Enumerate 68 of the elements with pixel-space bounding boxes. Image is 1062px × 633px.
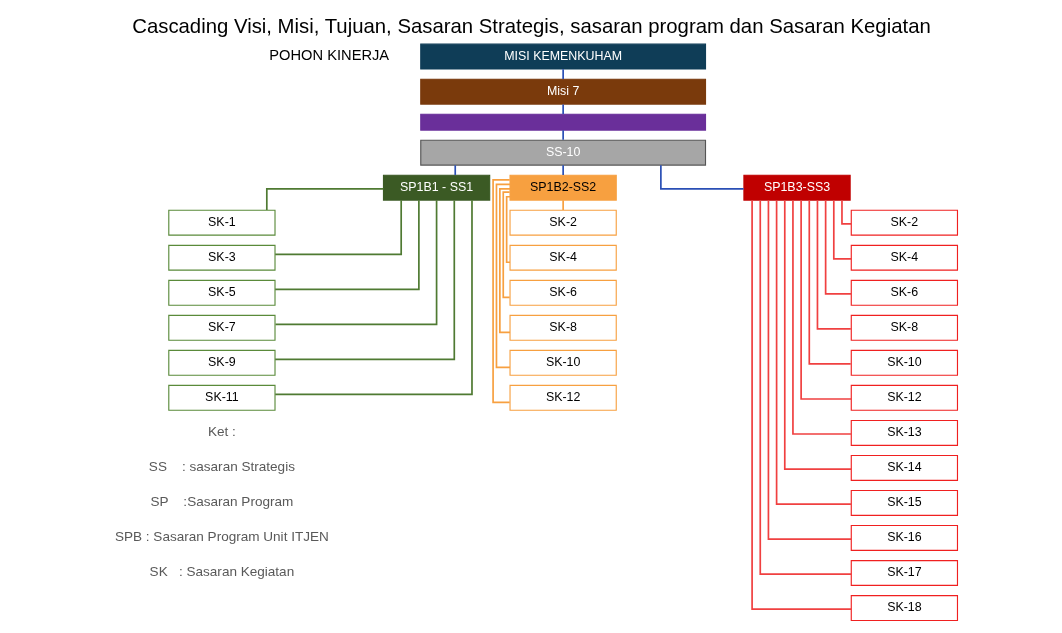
node-box: SK-4 <box>850 244 958 271</box>
connector <box>491 178 511 404</box>
connector <box>561 129 564 141</box>
connector <box>783 199 852 470</box>
connector <box>561 164 564 176</box>
node-box: SK-4 <box>508 244 617 271</box>
connector <box>273 199 473 396</box>
node-box: MISI KEMENKUHAM <box>419 43 706 70</box>
label: SS : sasaran Strategis <box>148 459 295 475</box>
connector <box>824 199 852 295</box>
node-box: SK-6 <box>508 279 617 306</box>
node-box: SK-16 <box>850 524 958 551</box>
connector <box>750 199 852 610</box>
node-box: SS-10 <box>419 139 706 166</box>
connector <box>501 191 510 299</box>
node-box: SK-10 <box>508 349 617 376</box>
node-box: SK-17 <box>850 560 958 586</box>
node-box: SK-2 <box>508 209 617 236</box>
connector <box>791 199 852 435</box>
node-box: SK-10 <box>850 349 958 376</box>
node-bar <box>419 113 706 131</box>
node-box: SK-7 <box>167 314 276 341</box>
node-box: SK-11 <box>167 384 276 411</box>
connector <box>840 199 852 225</box>
connector <box>807 199 852 365</box>
node-box: SK-2 <box>850 209 958 236</box>
node-box: SK-6 <box>850 279 958 306</box>
node-box: SK-3 <box>167 244 276 271</box>
node-box: SK-15 <box>850 489 958 516</box>
connector <box>273 199 402 256</box>
connector <box>816 199 852 330</box>
connector <box>775 199 852 505</box>
node-box: SK-18 <box>850 595 958 621</box>
label: SP :Sasaran Program <box>150 494 293 510</box>
connector <box>659 164 744 190</box>
connector <box>453 164 456 176</box>
connector <box>265 187 384 211</box>
connector <box>274 199 437 326</box>
label: Ket : <box>207 424 236 440</box>
connector <box>561 103 564 115</box>
diagram-title: Cascading Visi, Misi, Tujuan, Sasaran Strategis, sasaran program dan Sasaran Kegiatan <box>131 15 931 38</box>
connector <box>505 195 511 264</box>
connector <box>758 199 852 575</box>
connector <box>561 199 564 211</box>
connector <box>273 199 420 291</box>
connector <box>273 199 455 361</box>
node-box: SP1B2-SS2 <box>508 174 617 201</box>
connector <box>495 183 511 369</box>
node-box: SK-1 <box>167 209 276 236</box>
node-box: SK-9 <box>167 349 276 376</box>
connector <box>561 68 564 80</box>
node-box: SK-8 <box>850 314 958 341</box>
label: POHON KINERJA <box>268 47 389 64</box>
connector <box>799 199 852 400</box>
node-box: SK-12 <box>508 384 617 411</box>
node-box: SK-13 <box>850 419 958 446</box>
connector <box>498 187 511 334</box>
label: SPB : Sasaran Program Unit ITJEN <box>114 529 329 545</box>
label: SK : Sasaran Kegiatan <box>149 564 294 580</box>
node-box: SK-12 <box>850 384 958 411</box>
connector <box>767 199 852 540</box>
node-box: SK-14 <box>850 454 958 481</box>
node-box: SP1B3-SS3 <box>742 174 851 201</box>
node-box: SK-5 <box>167 279 276 306</box>
node-box: SP1B1 - SS1 <box>382 174 490 201</box>
node-box: Misi 7 <box>419 78 706 105</box>
node-box: SK-8 <box>508 314 617 341</box>
connector <box>832 199 852 260</box>
